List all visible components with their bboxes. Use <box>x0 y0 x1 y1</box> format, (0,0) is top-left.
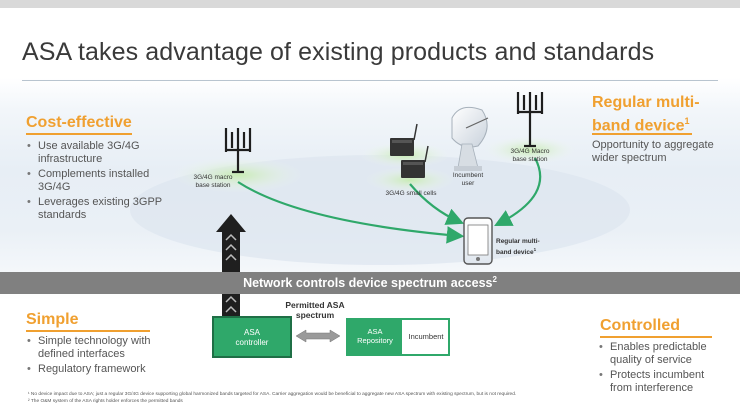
band-text: Network controls device spectrum access <box>243 276 493 291</box>
band-footnote-marker: 2 <box>492 275 497 284</box>
device-footnote-marker: 1 <box>533 247 537 252</box>
asa-controller-label: ASA controller <box>235 328 269 347</box>
arrow-macro-left-to-device <box>237 181 465 244</box>
network-control-band-text: Network controls device spectrum access2 <box>0 275 740 290</box>
asa-repository-cell: ASA Repository <box>348 320 402 354</box>
incumbent-cell: Incumbent <box>404 320 448 354</box>
simple-heading: Simple <box>26 311 79 328</box>
incumbent-label: Incumbent <box>408 332 444 341</box>
macro-right-label: 3G/4G Macro base station <box>510 148 550 163</box>
list-item: Use available 3G/4G infrastructure <box>27 140 162 165</box>
macro-tower-left-icon <box>224 128 252 174</box>
cost-effective-heading: Cost-effective <box>26 114 132 131</box>
controlled-list: Enables predictable quality of service P… <box>599 341 721 397</box>
list-item: Protects incumbent from interference <box>599 369 721 394</box>
macro-left-coverage <box>172 157 304 193</box>
device-label: Regular multi-band device1 <box>496 238 546 257</box>
list-item: Leverages existing 3GPP standards <box>27 196 162 221</box>
list-item: Enables predictable quality of service <box>599 341 721 366</box>
small-cell-icon <box>390 123 418 156</box>
small-cell-coverage-2 <box>365 167 455 193</box>
controller-repository-arrow <box>295 329 341 343</box>
mobile-device-icon <box>463 217 493 265</box>
macro-right-coverage <box>484 136 576 164</box>
list-item: Simple technology with defined interface… <box>27 335 167 360</box>
small-cells-label: 3G/4G small cells <box>385 190 437 197</box>
satellite-dish-icon <box>451 106 489 171</box>
regular-device-underline <box>592 133 692 135</box>
macro-tower-right-icon <box>516 92 544 148</box>
footnote-2: ² The O&M system of the ASA rights holde… <box>28 399 183 404</box>
arrow-macro-right-to-device <box>494 157 542 226</box>
simple-list: Simple technology with defined interface… <box>27 335 167 379</box>
permitted-spectrum-label: Permitted ASA spectrum <box>285 300 345 320</box>
device-label-text: Regular multi-band device <box>496 238 540 257</box>
small-cell-icon-2 <box>401 145 429 178</box>
simple-underline <box>26 330 150 332</box>
arrow-small-cell-to-device <box>409 183 465 225</box>
regular-device-heading-line1: Regular multi- <box>592 94 700 111</box>
asa-controller-box: ASA controller <box>212 316 292 358</box>
macro-left-label: 3G/4G macro base station <box>193 174 233 189</box>
controlled-underline <box>600 336 712 338</box>
list-item: Regulatory framework <box>27 363 167 376</box>
page-title: ASA takes advantage of existing products… <box>22 38 655 66</box>
regular-device-text: Opportunity to aggregate wider spectrum <box>592 139 714 164</box>
list-item: Complements installed 3G/4G <box>27 168 162 193</box>
top-bar <box>0 0 740 8</box>
network-control-band <box>0 272 740 294</box>
title-divider <box>22 80 718 81</box>
asa-repository-label: ASA Repository <box>357 327 393 345</box>
asa-repository-box: ASA Repository Incumbent <box>346 318 450 356</box>
regular-device-footnote-marker: 1 <box>684 116 690 126</box>
controlled-heading: Controlled <box>600 317 680 334</box>
cost-effective-underline <box>26 133 132 135</box>
cost-effective-list: Use available 3G/4G infrastructure Compl… <box>27 140 162 224</box>
regular-device-heading-line2: band device <box>592 117 685 135</box>
vertical-link-arrow <box>216 214 246 320</box>
regular-device-heading: Regular multi- band device1 <box>592 93 732 135</box>
incumbent-user-label: Incumbent user <box>452 172 484 187</box>
footnote-1: ¹ No device impact due to ASA; just a re… <box>28 392 517 397</box>
